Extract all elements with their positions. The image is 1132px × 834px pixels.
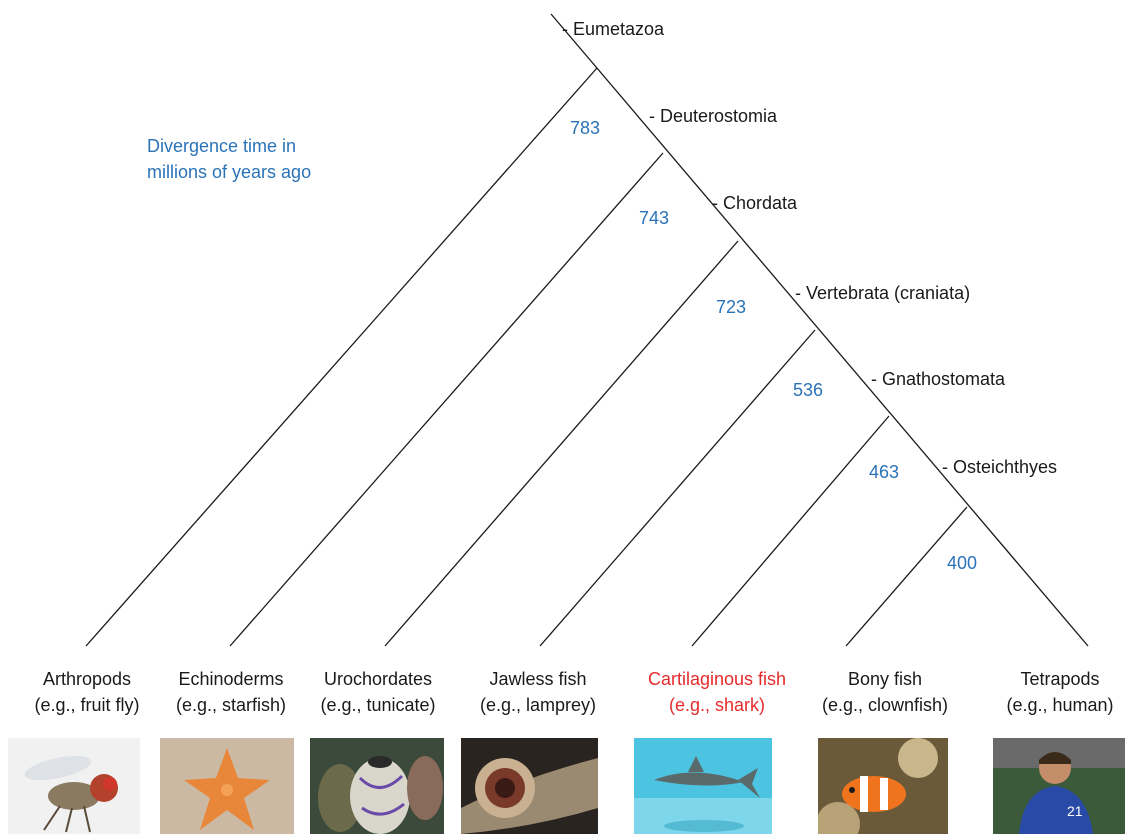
clade-label-osteichthyes: - Osteichthyes: [942, 457, 1057, 477]
clade-label-deuterostomia: - Deuterostomia: [649, 106, 778, 126]
divergence-time-536: 536: [793, 380, 823, 400]
divergence-time-463: 463: [869, 462, 899, 482]
divergence-time-723: 723: [716, 297, 746, 317]
taxon-example: (e.g., fruit fly): [34, 695, 140, 715]
branch-arthropods: [85, 67, 598, 647]
taxon-example: (e.g., shark): [668, 695, 766, 715]
branch-echinoderms: [229, 152, 664, 647]
clade-label-gnathostomata: - Gnathostomata: [871, 369, 1006, 389]
fruit-fly-photo: [8, 738, 140, 834]
clade-label-chordata: - Chordata: [712, 193, 798, 213]
svg-text:21: 21: [1067, 803, 1083, 819]
divergence-time-400: 400: [947, 553, 977, 573]
taxon-name: Cartilaginous fish: [647, 669, 787, 689]
human-photo: 21: [993, 738, 1125, 834]
taxon-label-cartilaginous-fish: Cartilaginous fish (e.g., shark): [642, 666, 792, 718]
taxon-name: Bony fish: [847, 669, 923, 689]
clownfish-photo: [818, 738, 948, 834]
branch-urochordates: [384, 240, 739, 647]
taxon-label-echinoderms: Echinoderms (e.g., starfish): [156, 666, 306, 718]
taxon-example: (e.g., clownfish): [821, 695, 949, 715]
taxon-label-urochordates: Urochordates (e.g., tunicate): [303, 666, 453, 718]
tunicate-photo: [310, 738, 444, 834]
taxon-example: (e.g., human): [1006, 695, 1114, 715]
taxon-name: Urochordates: [323, 669, 433, 689]
taxon-label-bony-fish: Bony fish (e.g., clownfish): [810, 666, 960, 718]
taxon-example: (e.g., lamprey): [479, 695, 597, 715]
shark-photo: [634, 738, 772, 834]
divergence-time-783: 783: [570, 118, 600, 138]
legend-line-1: Divergence time in: [147, 136, 296, 156]
taxon-example: (e.g., starfish): [175, 695, 287, 715]
taxon-example: (e.g., tunicate): [320, 695, 436, 715]
legend-line-2: millions of years ago: [147, 162, 311, 182]
clade-label-eumetazoa: - Eumetazoa: [562, 19, 665, 39]
taxon-label-tetrapods: Tetrapods (e.g., human): [985, 666, 1132, 718]
lamprey-photo: [461, 738, 598, 834]
taxon-name: Arthropods: [42, 669, 132, 689]
divergence-time-743: 743: [639, 208, 669, 228]
starfish-photo: [160, 738, 294, 834]
branch-bony-fish: [845, 506, 968, 647]
branch-cartilaginous-fish: [691, 415, 890, 647]
tree-trunk: [550, 13, 1089, 647]
clade-label-vertebrata: - Vertebrata (craniata): [795, 283, 970, 303]
taxon-label-arthropods: Arthropods (e.g., fruit fly): [12, 666, 162, 718]
taxon-name: Jawless fish: [489, 669, 587, 689]
branch-jawless-fish: [539, 329, 816, 647]
taxon-name: Tetrapods: [1020, 669, 1100, 689]
taxon-label-jawless-fish: Jawless fish (e.g., lamprey): [463, 666, 613, 718]
taxon-name: Echinoderms: [178, 669, 284, 689]
